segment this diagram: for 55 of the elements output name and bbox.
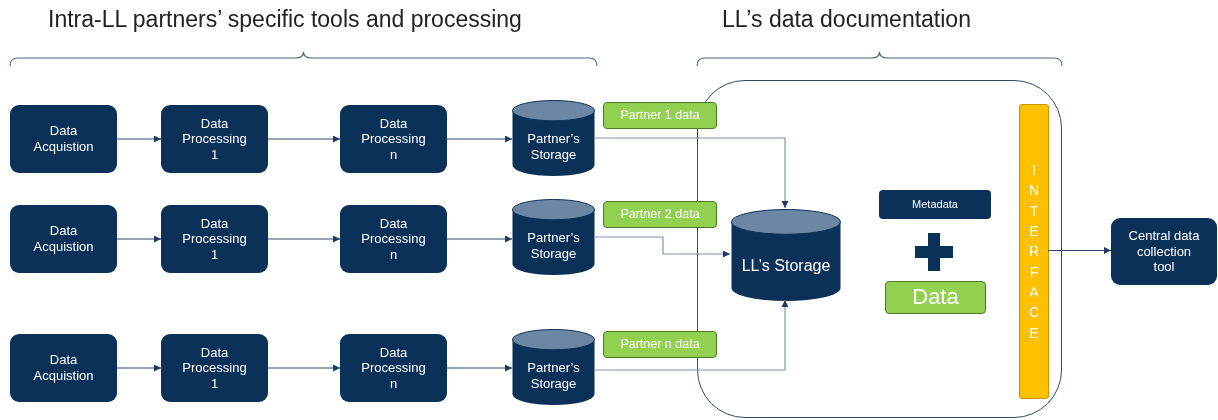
node-label: Data Acquistion xyxy=(32,352,95,384)
node-label: Data Processing 1 xyxy=(181,344,248,392)
process-box xyxy=(340,205,447,273)
node-label: LL’s Storage xyxy=(741,255,831,275)
arrow xyxy=(267,135,341,143)
node-label: Data Processing n xyxy=(360,344,427,392)
storage-cylinder xyxy=(512,100,595,176)
arrow xyxy=(594,236,731,258)
process-box xyxy=(10,334,117,402)
process-box xyxy=(10,105,117,173)
node-label: Data Processing 1 xyxy=(181,215,248,263)
node-label: Central data collection tool xyxy=(1127,228,1201,275)
process-box xyxy=(10,205,117,273)
arrow xyxy=(116,135,162,143)
arrow xyxy=(594,137,789,209)
process-box xyxy=(1111,218,1217,285)
section-heading: Intra-LL partners’ specific tools and processing xyxy=(48,6,522,33)
metadata-box xyxy=(879,190,991,219)
interface-bar xyxy=(1019,104,1049,399)
node-label: Data Processing n xyxy=(360,115,427,163)
node-label: Partner’s Storage xyxy=(526,130,581,163)
arrow xyxy=(446,235,513,243)
arrow xyxy=(116,235,162,243)
node-label: Data Acquistion xyxy=(32,223,95,255)
process-box xyxy=(161,205,268,273)
process-box xyxy=(340,334,447,402)
tag-label: Data xyxy=(912,284,959,311)
node-label: Partner’s Storage xyxy=(526,229,581,262)
process-box xyxy=(340,105,447,173)
storage-cylinder xyxy=(512,199,595,275)
arrow xyxy=(267,235,341,243)
arrow xyxy=(1047,247,1112,254)
arrow xyxy=(446,364,513,372)
arrow xyxy=(116,364,162,372)
node-label: INTERFACE xyxy=(1029,161,1039,343)
node-label: Data Acquistion xyxy=(32,123,95,155)
tag-label: Partner 1 data xyxy=(620,108,700,123)
process-box xyxy=(161,105,268,173)
tag-label: Metadata xyxy=(912,197,958,212)
node-label: Data Processing 1 xyxy=(181,115,248,163)
storage-cylinder xyxy=(731,209,841,301)
tag-label: Partner 2 data xyxy=(620,207,700,222)
process-box xyxy=(161,334,268,402)
arrow xyxy=(594,299,789,371)
arrow xyxy=(446,135,513,143)
node-label: Partner’s Storage xyxy=(526,359,581,392)
data-tag xyxy=(603,201,717,228)
arrow xyxy=(267,364,341,372)
data-box xyxy=(885,281,986,314)
storage-cylinder xyxy=(512,329,595,405)
data-tag xyxy=(603,102,717,129)
node-label: Data Processing n xyxy=(360,215,427,263)
data-tag xyxy=(603,331,717,358)
section-heading: LL’s data documentation xyxy=(722,6,971,33)
tag-label: Partner n data xyxy=(620,337,700,352)
